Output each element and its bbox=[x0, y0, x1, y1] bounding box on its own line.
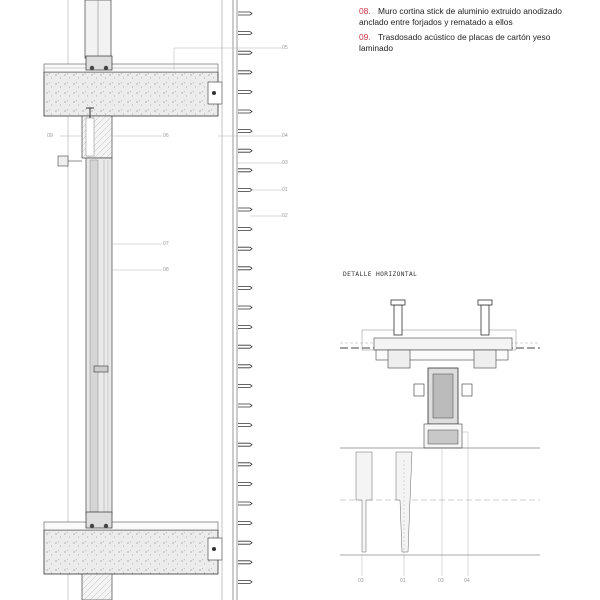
facade-fin bbox=[238, 521, 253, 525]
facade-fin bbox=[238, 266, 253, 271]
callout-02: 02 bbox=[282, 213, 288, 219]
facade-fin bbox=[238, 188, 253, 192]
facade-fin bbox=[238, 50, 253, 55]
detail-title: DETALLE HORIZONTAL bbox=[343, 271, 418, 278]
leader-05 bbox=[173, 47, 282, 70]
facade-fin bbox=[238, 148, 253, 153]
callout-08: 08 bbox=[163, 267, 169, 273]
facade-fin bbox=[238, 442, 253, 447]
facade-fin bbox=[238, 364, 253, 369]
legend-item-08: 08.Muro cortina stick de aluminio extrui… bbox=[359, 6, 584, 27]
legend-text: Muro cortina stick de aluminio extruido … bbox=[359, 6, 562, 27]
legend-item-09: 09.Trasdosado acústico de placas de cart… bbox=[359, 32, 584, 53]
facade-fin bbox=[238, 11, 253, 16]
facade-fin bbox=[238, 462, 253, 467]
callout-05: 05 bbox=[282, 45, 288, 51]
plan-callout-03: 03 bbox=[438, 578, 444, 584]
floor-slab-lower bbox=[43, 529, 219, 575]
facade-fin bbox=[238, 31, 253, 35]
facade-fin bbox=[238, 70, 253, 75]
callout-09: 09 bbox=[47, 133, 53, 139]
horizontal-detail-drawing bbox=[340, 299, 540, 576]
callout-03: 03 bbox=[282, 160, 288, 166]
plan-callout-04: 04 bbox=[464, 578, 470, 584]
legend-number: 08. bbox=[359, 6, 371, 16]
facade-fin bbox=[238, 482, 253, 486]
facade-fin bbox=[238, 168, 253, 173]
facade-fin bbox=[238, 286, 253, 290]
facade-fin bbox=[238, 246, 253, 251]
facade-fin bbox=[238, 325, 253, 329]
callout-06: 06 bbox=[163, 133, 169, 139]
facade-fin bbox=[238, 501, 253, 506]
callout-04: 04 bbox=[282, 133, 288, 139]
plan-callout-01: 01 bbox=[400, 578, 406, 584]
callout-07: 07 bbox=[163, 241, 169, 247]
facade-fin bbox=[238, 109, 253, 114]
facade-fin bbox=[238, 207, 253, 212]
legend-text: Trasdosado acústico de placas de cartón … bbox=[359, 32, 551, 53]
facade-fin bbox=[238, 540, 253, 545]
plan-callout-02: 02 bbox=[358, 578, 364, 584]
facade-fin bbox=[238, 90, 253, 94]
callout-01: 01 bbox=[282, 187, 288, 193]
facade-fin bbox=[238, 305, 253, 310]
facade-fin bbox=[238, 344, 253, 349]
legend-number: 09. bbox=[359, 32, 371, 42]
facade-fin bbox=[238, 560, 253, 565]
facade-fin bbox=[238, 580, 253, 584]
floor-slab-upper bbox=[43, 71, 219, 117]
facade-fin bbox=[238, 403, 253, 408]
facade-fin bbox=[238, 129, 253, 133]
facade-fin bbox=[238, 384, 253, 388]
facade-fin bbox=[238, 423, 253, 427]
facade-fins bbox=[238, 11, 253, 584]
facade-fin bbox=[238, 227, 253, 231]
